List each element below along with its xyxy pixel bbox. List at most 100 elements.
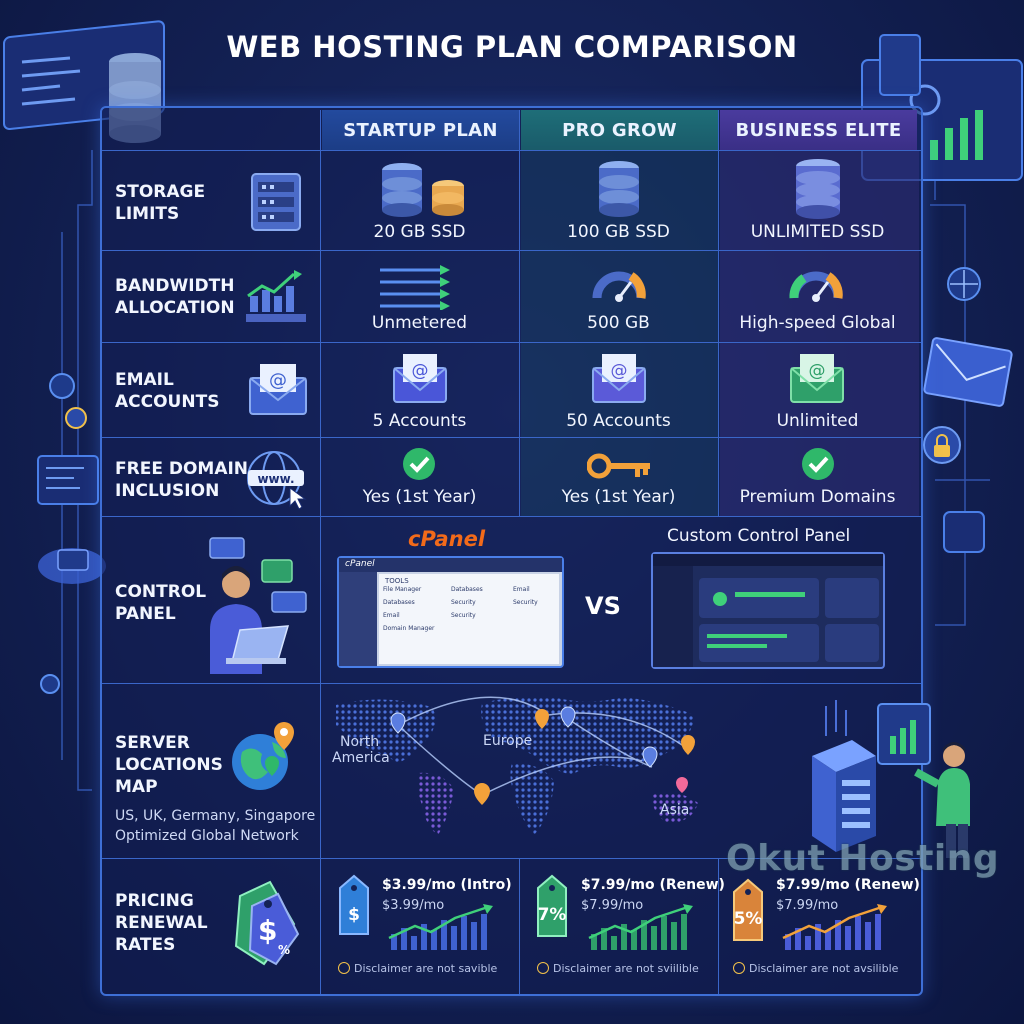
price-tag-icon: 7% [537, 874, 567, 937]
svg-text:$: $ [258, 914, 277, 947]
price-tag-text: 5% [734, 909, 763, 929]
custom-panel-screenshot [651, 552, 885, 669]
email-envelope-icon: @ [790, 354, 844, 403]
cpanel-item[interactable]: File Manager [383, 586, 422, 593]
custom-panel-title: Custom Control Panel [667, 526, 851, 546]
database-icon [796, 159, 840, 219]
control-panel-label: CONTROL PANEL [115, 582, 207, 624]
plan-header-elite: BUSINESS ELITE [720, 110, 917, 150]
column-divider [718, 110, 719, 516]
trend-chart-icon [388, 904, 493, 950]
email-envelope-icon: @ [249, 364, 307, 415]
location-pin-icon [390, 706, 695, 805]
domain-pro: Yes (1st Year) [561, 487, 676, 507]
price-pro: $7.99/mo (Renew) [581, 877, 725, 893]
price-tag-text: 7% [538, 905, 567, 925]
cpanel-item[interactable]: Databases [383, 599, 415, 606]
lock-icon [923, 426, 961, 464]
price-tag-text: $ [348, 905, 360, 925]
column-divider [320, 516, 321, 683]
info-icon [537, 962, 549, 974]
email-pro: 50 Accounts [566, 411, 671, 431]
cpanel-item[interactable]: Domain Manager [383, 625, 435, 632]
map-label-north: North [340, 734, 380, 750]
email-label: EMAIL ACCOUNTS [115, 370, 220, 412]
trend-chart-icon [782, 904, 887, 950]
watermark-logo: Okut Hosting [726, 838, 1000, 879]
code-block-icon [943, 511, 985, 553]
speed-arrows-icon [380, 265, 450, 310]
pricing-label: PRICING RENEWAL RATES [115, 891, 208, 955]
email-startup: 5 Accounts [372, 411, 467, 431]
column-divider [519, 110, 520, 516]
page-title: WEB HOSTING PLAN COMPARISON [226, 30, 798, 64]
bandwidth-label: BANDWIDTH ALLOCATION [115, 276, 235, 318]
database-icon [599, 161, 639, 217]
cpanel-logo: cPanel [408, 527, 486, 551]
cpanel-item[interactable]: Email [513, 586, 530, 593]
bandwidth-elite: High-speed Global [739, 313, 896, 333]
svg-text:@: @ [611, 361, 628, 381]
column-divider [320, 683, 321, 858]
row-divider [102, 150, 921, 151]
trend-chart-icon [588, 904, 693, 950]
row-divider [102, 516, 921, 517]
gauge-icon [592, 271, 646, 302]
envelope-icon [923, 337, 1013, 407]
map-label-europe: Europe [483, 733, 533, 749]
map-label-america: America [332, 750, 390, 766]
cpanel-item[interactable]: Email [383, 612, 400, 619]
price-startup: $3.99/mo (Intro) [382, 877, 512, 893]
svg-text:@: @ [269, 370, 287, 391]
email-envelope-icon: @ [592, 354, 646, 403]
server-rack-icon [251, 173, 301, 231]
code-window-icon [37, 455, 99, 505]
disclaimer-startup: Disclaimer are not savible [338, 962, 497, 975]
bandwidth-pro: 500 GB [587, 313, 650, 333]
cpanel-tools-header: TOOLS [385, 577, 409, 585]
world-map [336, 696, 698, 835]
email-elite: Unlimited [776, 411, 859, 431]
price-tag-icon: $ % [234, 880, 300, 966]
storage-label: STORAGE LIMITS [115, 182, 206, 224]
storage-pro: 100 GB SSD [567, 222, 670, 242]
row-divider [102, 437, 921, 438]
database-icon [382, 163, 464, 217]
info-icon [733, 962, 745, 974]
globe-pin-icon [232, 722, 294, 790]
row-divider [102, 683, 921, 684]
disclaimer-elite: Disclaimer are not avsilible [733, 962, 898, 975]
column-divider [320, 110, 321, 516]
key-icon [587, 453, 650, 479]
check-circle-icon [403, 448, 435, 480]
svg-text:@: @ [809, 361, 826, 381]
person-laptop-icon [209, 537, 307, 674]
cpanel-item[interactable]: Databases [451, 586, 483, 593]
map-label-asia: Asia [660, 802, 690, 818]
column-divider [519, 858, 520, 994]
coins-icon [432, 180, 464, 216]
domain-label: FREE DOMAIN INCLUSION [115, 459, 249, 501]
server-locations-list: US, UK, Germany, Singapore [115, 808, 316, 824]
disclaimer-pro: Disclaimer are not sviilible [537, 962, 699, 975]
cpanel-item[interactable]: Security [513, 599, 538, 606]
row-divider [102, 342, 921, 343]
ethereum-icon [65, 407, 87, 429]
storage-elite: UNLIMITED SSD [750, 222, 885, 242]
price-elite-sub: $7.99/mo [776, 898, 839, 913]
price-tag-icon: $ [339, 874, 369, 935]
row-divider [102, 250, 921, 251]
bandwidth-startup: Unmetered [371, 313, 468, 333]
row-divider [102, 858, 921, 859]
cpanel-item[interactable]: Security [451, 612, 476, 619]
price-elite: $7.99/mo (Renew) [776, 877, 920, 893]
email-envelope-icon: @ [393, 354, 447, 403]
cpanel-item[interactable]: Security [451, 599, 476, 606]
plan-header-startup: STARTUP PLAN [322, 110, 519, 150]
info-icon [338, 962, 350, 974]
svg-text:@: @ [412, 361, 429, 381]
check-circle-icon [802, 448, 834, 480]
domain-startup: Yes (1st Year) [362, 487, 477, 507]
cpanel-mini-logo: cPanel [345, 559, 375, 569]
svg-text:www.: www. [257, 472, 294, 486]
